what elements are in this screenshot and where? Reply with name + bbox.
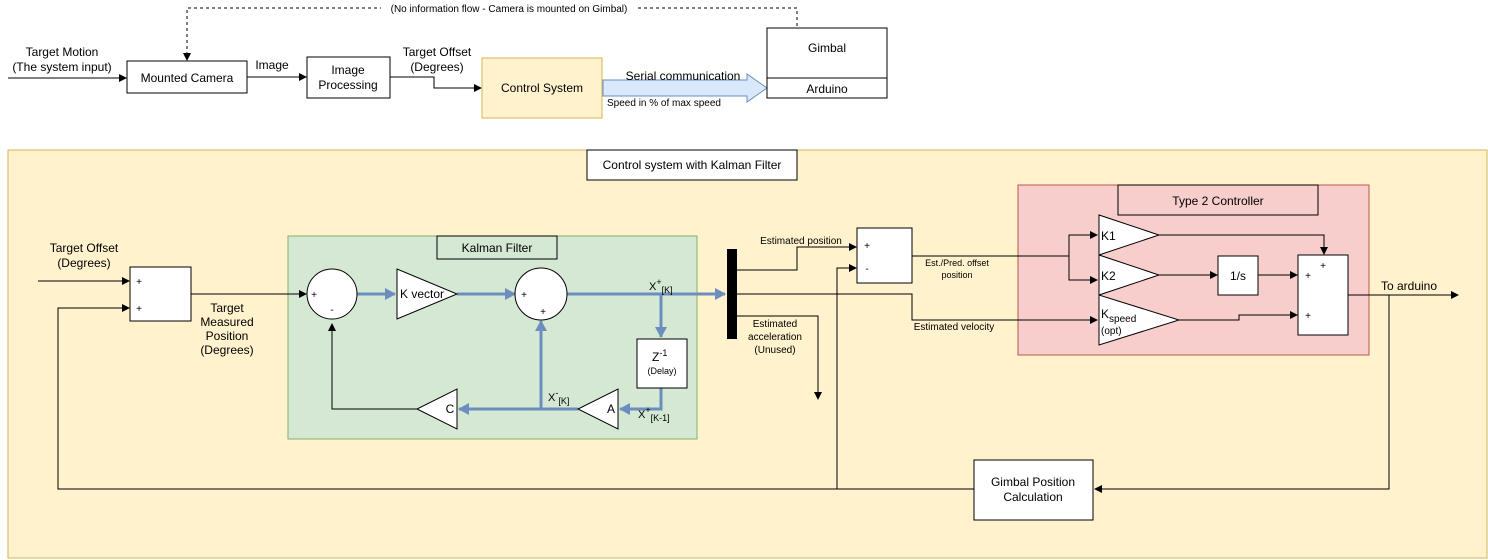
gimbal-feedback-wire [57, 304, 974, 490]
measured-label-1: Target [210, 301, 244, 315]
delay-label: (Delay) [647, 366, 676, 376]
serial-communication-arrow [602, 73, 768, 103]
kspeed-gain[interactable]: Kspeed (opt) [1098, 294, 1181, 346]
offset-arrow [390, 76, 482, 92]
control-system-label: Control System [501, 81, 583, 95]
est-accel-label-2: acceleration [748, 332, 802, 343]
kalman-title: Kalman Filter [462, 241, 533, 255]
image-label: Image [255, 58, 289, 72]
final-sum-mid: + [1305, 271, 1311, 282]
est-accel-label-3: (Unused) [754, 345, 795, 356]
final-sum-bottom: + [1305, 311, 1311, 322]
sum-block-2[interactable]: + - [856, 227, 913, 284]
sum-block-1[interactable]: + + [129, 266, 192, 322]
integrator-block[interactable]: 1/s [1217, 255, 1259, 296]
main-target-offset-sublabel: (Degrees) [57, 256, 110, 270]
measured-label-3: Position [206, 329, 249, 343]
estimated-position-wire [737, 243, 857, 271]
estimated-velocity-label: Estimated velocity [914, 322, 995, 333]
c-feedback-wire [328, 323, 417, 410]
estimated-acceleration-wire [737, 315, 822, 400]
main-title: Control system with Kalman Filter [603, 158, 782, 172]
kspeed-label: Kspeed [1101, 307, 1136, 325]
mounted-camera-label: Mounted Camera [141, 71, 234, 85]
type2-wires [1159, 234, 1328, 321]
z-inverse-label: Z-1 [652, 348, 667, 364]
image-processing-label: Image [331, 63, 365, 77]
estimated-position-label: Estimated position [760, 236, 842, 247]
serial-communication-label: Serial communication [626, 69, 741, 83]
arduino-label: Arduino [806, 82, 848, 96]
main-title-box: Control system with Kalman Filter [586, 149, 798, 181]
c-gain[interactable]: C [415, 388, 458, 430]
dashed-feedback-line [183, 2, 798, 61]
type2-title-box: Type 2 Controller [1117, 184, 1319, 216]
sum1-bottom-sign: + [136, 304, 142, 315]
sum2-minus: - [865, 264, 868, 275]
image-processing-block[interactable]: Image Processing [306, 56, 391, 99]
delay-block[interactable]: Z-1 (Delay) [636, 338, 688, 389]
image-processing-sublabel: Processing [318, 78, 377, 92]
mounted-camera-block[interactable]: Mounted Camera [126, 60, 248, 94]
k1-label: K1 [1101, 229, 1116, 243]
a-gain-label: A [607, 402, 615, 416]
target-motion-sublabel: (The system input) [12, 60, 111, 74]
final-sum-block[interactable]: + + + [1297, 254, 1349, 336]
circle2-left-plus: + [521, 290, 527, 301]
top-target-offset-label: Target Offset [403, 45, 472, 59]
output-feedback-wire [1094, 295, 1390, 493]
integrator-label: 1/s [1230, 269, 1246, 283]
x-plus-k-label: X+[K] [649, 277, 673, 295]
main-target-offset-label: Target Offset [50, 241, 119, 255]
k-vector-gain[interactable]: K vector [396, 268, 459, 320]
to-arduino-label: To arduino [1381, 279, 1437, 293]
circle1-plus: + [311, 290, 317, 301]
gimbal-label: Gimbal [808, 41, 846, 55]
circle1-minus: - [330, 305, 333, 316]
x-plus-k1-label: X+[K-1] [638, 405, 670, 423]
measured-label-2: Measured [200, 315, 253, 329]
top-target-offset-sublabel: (Degrees) [410, 60, 463, 74]
a-gain[interactable]: A [576, 388, 619, 430]
measured-label-4: (Degrees) [200, 343, 253, 357]
speed-note: Speed in % of max speed [607, 98, 721, 109]
control-system-block[interactable]: Control System [481, 57, 603, 119]
target-motion-label: Target Motion [26, 45, 99, 59]
est-pred-label-2: position [941, 270, 972, 280]
gimbal-position-calc-block[interactable]: Gimbal Position Calculation [973, 459, 1094, 521]
k2-gain[interactable]: K2 [1098, 254, 1161, 296]
kalman-sum-circle-2[interactable]: + + [514, 267, 568, 321]
gimbal-to-sum2-wire [836, 264, 857, 489]
est-pred-label-1: Est./Pred. offset [925, 258, 989, 268]
circle2-bottom-plus: + [540, 307, 546, 318]
k1-gain[interactable]: K1 [1098, 214, 1161, 256]
kalman-sum-circle-1[interactable]: + - [306, 268, 358, 320]
x-minus-k-label: X-[K] [548, 388, 569, 406]
est-accel-label-1: Estimated [753, 319, 797, 330]
gimbal-block[interactable]: Gimbal Arduino [766, 27, 888, 99]
dashed-note: (No information flow - Camera is mounted… [391, 4, 628, 15]
c-gain-label: C [446, 402, 455, 416]
kalman-signal-paths [357, 288, 726, 415]
sum2-output-wires [912, 231, 1098, 284]
k-vector-label: K vector [400, 287, 444, 301]
sum2-plus: + [864, 241, 870, 252]
demux-bar [727, 249, 737, 339]
type2-title: Type 2 Controller [1172, 194, 1263, 208]
kalman-title-box: Kalman Filter [436, 235, 558, 260]
sum1-top-sign: + [136, 277, 142, 288]
final-sum-top: + [1320, 261, 1326, 272]
kspeed-opt-label: (opt) [1101, 326, 1122, 337]
gimbal-calc-label-1: Gimbal Position [991, 475, 1075, 489]
gimbal-calc-label-2: Calculation [1003, 490, 1062, 504]
estimated-velocity-wire [737, 293, 1098, 324]
k2-label: K2 [1101, 269, 1116, 283]
